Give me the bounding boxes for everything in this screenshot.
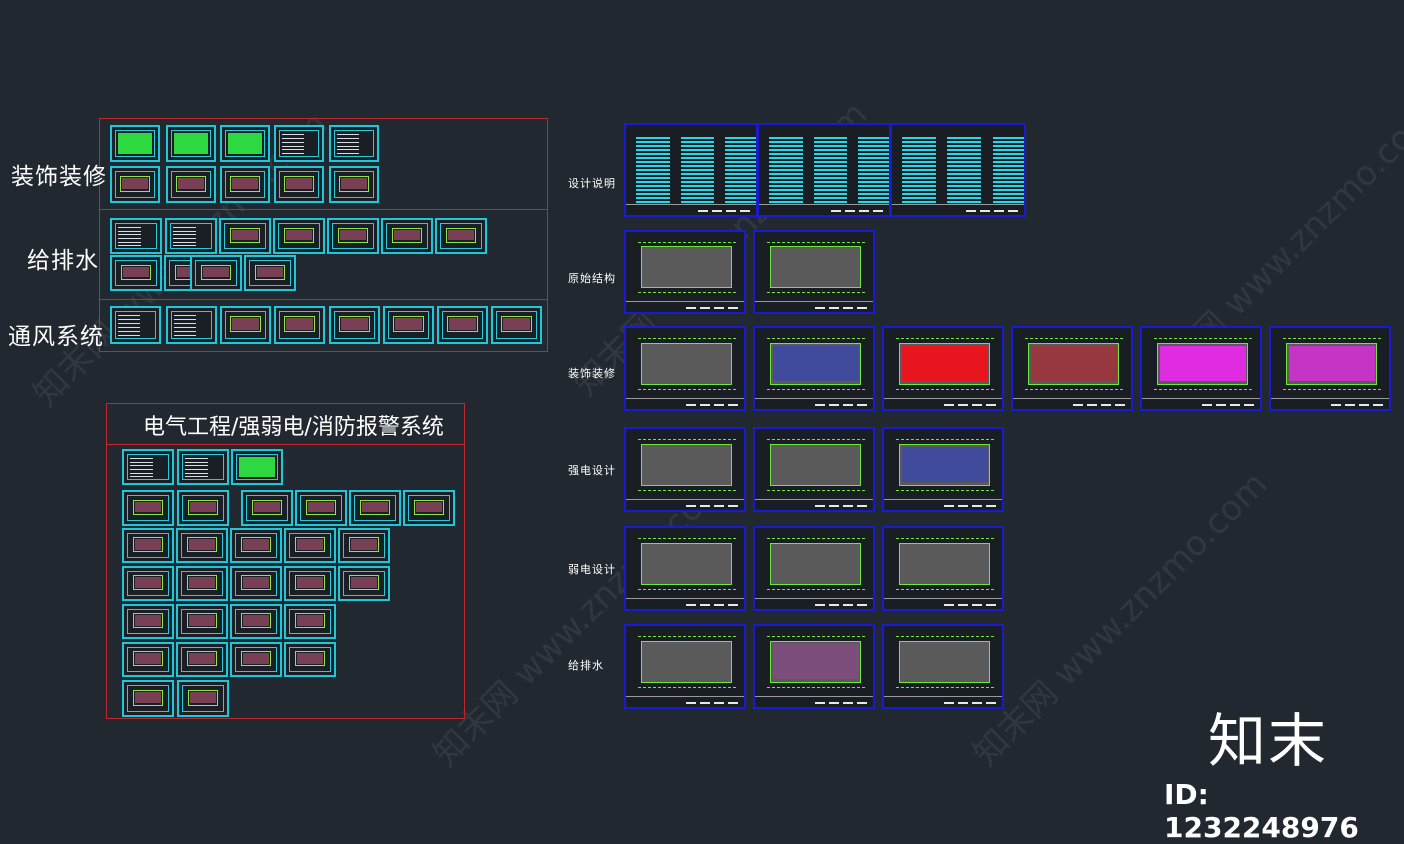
drawing-thumbnail <box>329 166 379 203</box>
drawing-thumbnail <box>177 449 229 485</box>
cad-sheet <box>753 230 875 314</box>
cad-sheet <box>890 123 1026 217</box>
drawing-thumbnail <box>166 306 217 344</box>
drawing-thumbnail <box>274 166 324 203</box>
cad-sheet <box>624 123 758 217</box>
drawing-thumbnail <box>437 306 488 344</box>
drawing-thumbnail <box>284 528 336 563</box>
section-divider <box>99 299 548 300</box>
drawing-thumbnail <box>349 490 401 526</box>
drawing-thumbnail <box>329 306 380 344</box>
cad-sheet <box>624 427 746 512</box>
electrical-drawing-frame <box>106 403 465 719</box>
drawing-thumbnail <box>231 449 283 485</box>
drawing-thumbnail <box>230 566 282 601</box>
drawing-thumbnail <box>274 125 324 162</box>
drawing-thumbnail <box>122 604 174 639</box>
drawing-thumbnail <box>110 166 160 203</box>
drawing-thumbnail <box>219 218 271 254</box>
drawing-thumbnail <box>230 642 282 677</box>
drawing-thumbnail <box>381 218 433 254</box>
cad-sheet <box>1011 326 1133 411</box>
drawing-thumbnail <box>177 490 229 526</box>
drawing-thumbnail <box>273 218 325 254</box>
drawing-thumbnail <box>122 642 174 677</box>
drawing-thumbnail <box>338 528 390 563</box>
drawing-thumbnail <box>230 604 282 639</box>
drawing-thumbnail <box>435 218 487 254</box>
drawing-thumbnail <box>220 166 270 203</box>
drawing-thumbnail <box>329 125 379 162</box>
cad-sheet <box>624 624 746 709</box>
brand-id: ID: 1232248976 <box>1164 778 1359 844</box>
drawing-thumbnail <box>230 528 282 563</box>
cad-sheet <box>753 526 875 611</box>
drawing-thumbnail <box>110 125 160 162</box>
left-drawing-frame <box>99 118 548 352</box>
drawing-thumbnail <box>274 306 325 344</box>
electrical-title-divider <box>106 444 465 445</box>
drawing-thumbnail <box>165 218 217 254</box>
cad-sheet <box>882 526 1004 611</box>
drawing-thumbnail <box>122 490 174 526</box>
drawing-thumbnail <box>403 490 455 526</box>
drawing-thumbnail <box>122 449 174 485</box>
drawing-thumbnail <box>284 642 336 677</box>
drawing-thumbnail <box>220 125 270 162</box>
drawing-thumbnail <box>244 255 296 291</box>
drawing-thumbnail <box>166 125 216 162</box>
row-label-plumbing: 给排水 <box>568 659 604 672</box>
drawing-thumbnail <box>220 306 271 344</box>
drawing-thumbnail <box>122 566 174 601</box>
section-divider <box>99 209 548 210</box>
cad-sheet <box>624 326 746 411</box>
drawing-thumbnail <box>166 166 216 203</box>
drawing-thumbnail <box>110 255 162 291</box>
drawing-thumbnail <box>110 306 161 344</box>
cad-sheet <box>882 624 1004 709</box>
drawing-thumbnail <box>110 218 162 254</box>
cad-sheet <box>1140 326 1262 411</box>
drawing-thumbnail <box>176 566 228 601</box>
drawing-thumbnail <box>338 566 390 601</box>
drawing-thumbnail <box>177 680 229 717</box>
drawing-thumbnail <box>122 680 174 717</box>
drawing-thumbnail <box>176 642 228 677</box>
cad-sheet <box>757 123 891 217</box>
row-label-original-structure: 原始结构 <box>568 272 616 285</box>
drawing-thumbnail <box>176 528 228 563</box>
drawing-thumbnail <box>383 306 434 344</box>
drawing-thumbnail <box>190 255 242 291</box>
electrical-panel-title: 电气工程/强弱电/消防报警系统 <box>143 415 444 440</box>
drawing-thumbnail <box>295 490 347 526</box>
drawing-thumbnail <box>176 604 228 639</box>
section-label-plumbing: 给排水 <box>27 248 99 274</box>
row-label-decoration: 装饰装修 <box>568 367 616 380</box>
row-label-power-design: 强电设计 <box>568 464 616 477</box>
cad-sheet <box>753 427 875 512</box>
cad-sheet <box>882 326 1004 411</box>
drawing-thumbnail <box>491 306 542 344</box>
row-label-low-voltage-design: 弱电设计 <box>568 563 616 576</box>
cad-sheet <box>882 427 1004 512</box>
section-label-decoration: 装饰装修 <box>11 164 107 190</box>
row-label-design-notes: 设计说明 <box>568 177 616 190</box>
brand-logo: 知末 <box>1208 707 1329 775</box>
drawing-thumbnail <box>241 490 293 526</box>
drawing-thumbnail <box>327 218 379 254</box>
section-label-ventilation: 通风系统 <box>8 324 104 350</box>
drawing-thumbnail <box>122 528 174 563</box>
cad-sheet <box>624 526 746 611</box>
drawing-thumbnail <box>284 604 336 639</box>
cad-sheet <box>753 326 875 411</box>
cad-sheet <box>1269 326 1391 411</box>
drawing-thumbnail <box>284 566 336 601</box>
cad-sheet <box>624 230 746 314</box>
cad-sheet <box>753 624 875 709</box>
